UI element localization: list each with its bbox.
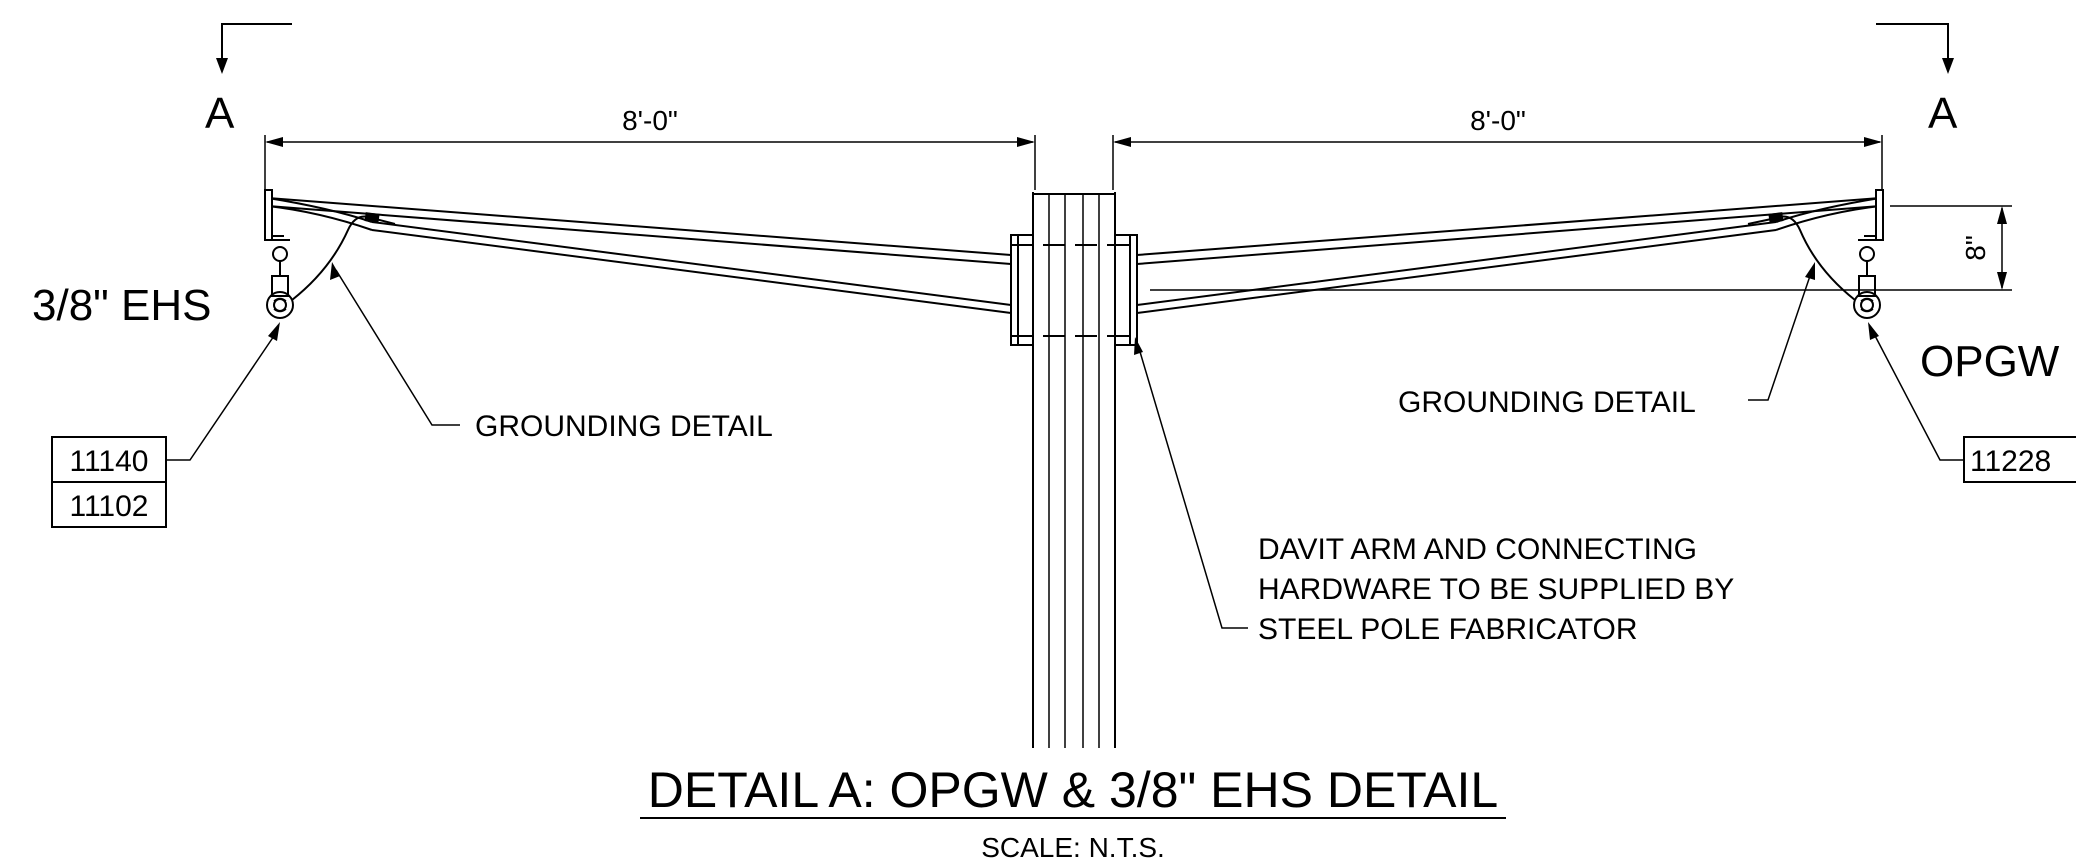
davit-note: DAVIT ARM AND CONNECTING HARDWARE TO BE … [1258,533,1734,646]
callout-left-1: 11140 [70,445,149,478]
wire-label-ehs: 3/8" EHS [32,281,211,330]
davit-arm-right [1136,189,1884,314]
section-marker-left: A [205,23,292,138]
leader-left-grounding [330,262,460,426]
callout-left: 11140 11102 [51,436,167,528]
callout-left-2: 11102 [70,490,149,523]
suspension-clamp-right [1853,246,1881,319]
dimension-vertical-label: 8" [1960,235,1991,261]
leader-left-callout [166,322,280,461]
detail-title: DETAIL A: OPGW & 3/8" EHS DETAIL [648,762,1498,818]
dimension-left-label: 8'-0" [622,105,678,136]
dimension-vertical: 8" [1150,205,2012,291]
section-letter-left: A [205,89,235,138]
davit-note-line-1: DAVIT ARM AND CONNECTING [1258,533,1697,566]
steel-pole [1010,192,1138,748]
grounding-label-left: GROUNDING DETAIL [475,410,773,443]
callout-right-1: 11228 [1970,445,2051,478]
callout-right: 11228 [1963,436,2076,483]
grounding-jumper-left [291,212,396,301]
davit-note-line-3: STEEL POLE FABRICATOR [1258,613,1638,646]
grounding-jumper-right [1747,212,1856,301]
dimension-left: 8'-0" [264,105,1036,190]
detail-scale: SCALE: N.T.S. [981,832,1165,863]
dimension-right: 8'-0" [1112,105,1883,190]
davit-note-line-2: HARDWARE TO BE SUPPLIED BY [1258,573,1734,606]
suspension-clamp-left [266,246,294,319]
wire-label-opgw: OPGW [1920,337,2060,386]
davit-arm-left [264,189,1012,314]
leader-right-callout [1868,322,1964,461]
section-letter-right: A [1928,89,1958,138]
leader-davit-note [1134,337,1248,629]
leader-right-grounding [1748,262,1815,401]
section-marker-right: A [1876,23,1958,138]
dimension-right-label: 8'-0" [1470,105,1526,136]
grounding-label-right: GROUNDING DETAIL [1398,386,1696,419]
